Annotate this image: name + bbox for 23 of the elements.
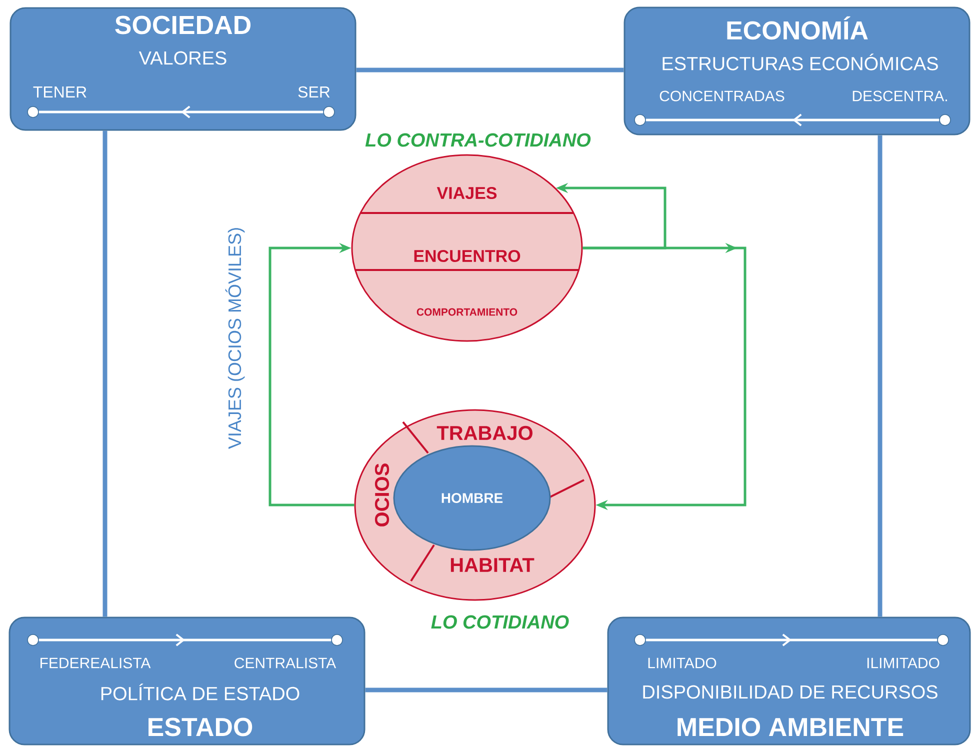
side-label: VIAJES (OCIOS MÓVILES): [225, 228, 245, 449]
scale-label: SER: [298, 86, 330, 98]
node-label: OCIOS: [374, 464, 390, 526]
scale-label: CONCENTRADAS: [660, 90, 784, 102]
scale-label: LIMITADO: [648, 658, 716, 668]
caption-text: LO COTIDIANO: [431, 615, 569, 629]
node-label: TRABAJO: [436, 426, 532, 440]
node-label: VIAJES: [436, 186, 497, 200]
scale-label: TENER: [33, 86, 86, 98]
scale-label: ILIMITADO: [867, 658, 940, 668]
connector-line: [102, 130, 108, 617]
scale-label: DESCENTRA.: [852, 90, 947, 102]
flow-arrow: [268, 242, 354, 506]
connector-line: [356, 68, 624, 72]
ellipse-diagram: VIAJES ENCUENTRO COMPORTAMIENTO: [351, 154, 583, 342]
scale-label: FEDEREALISTA: [40, 658, 151, 668]
node-label: HABITAT: [450, 558, 534, 572]
caption-text: LO CONTRA-COTIDIANO: [365, 133, 591, 147]
connector-line: [878, 135, 882, 617]
connector-line: [365, 688, 608, 692]
node-label: ENCUENTRO: [414, 250, 520, 262]
scale-label: CENTRALISTA: [234, 658, 336, 668]
node-label: COMPORTAMIENTO: [416, 308, 518, 316]
